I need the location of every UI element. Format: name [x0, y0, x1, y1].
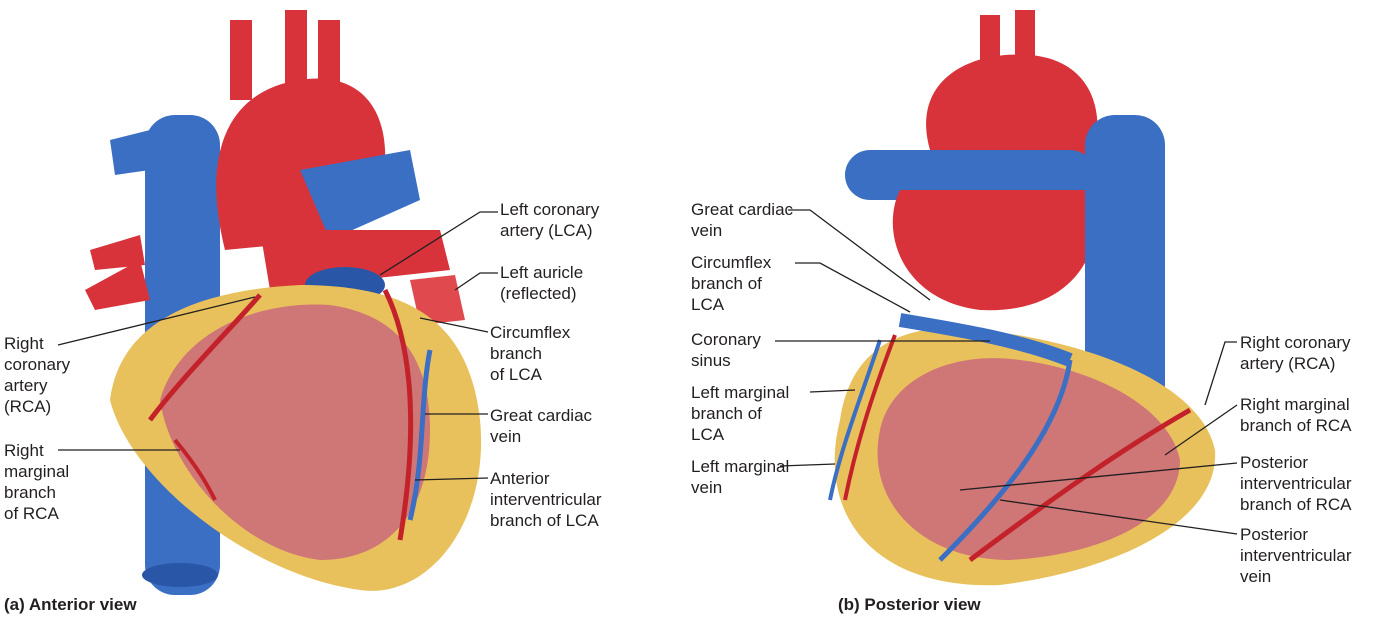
anterior-heart [85, 10, 482, 595]
label-anterior-interventricular-branch: Anterior interventricular branch of LCA [490, 469, 602, 530]
posterior-heart [828, 10, 1216, 586]
label-left-marginal-branch: Left marginal branch of LCA [691, 383, 790, 444]
label-right-marginal-branch: Right marginal branch of RCA [4, 441, 70, 523]
label-great-cardiac-vein-posterior: Great cardiac vein [691, 200, 794, 240]
label-coronary-sinus: Coronary sinus [691, 330, 761, 370]
caption-posterior-view: (b) Posterior view [838, 595, 981, 614]
caption-anterior-view: (a) Anterior view [4, 595, 137, 614]
label-great-cardiac-vein: Great cardiac vein [490, 406, 593, 446]
label-posterior-interventricular-branch: Posterior interventricular branch of RCA [1240, 453, 1352, 514]
label-circumflex-branch: Circumflex branch of LCA [490, 323, 571, 384]
leader-lines [57, 209, 1238, 535]
label-circumflex-branch-posterior: Circumflex branch of LCA [691, 253, 772, 314]
label-right-coronary-artery-posterior: Right coronary artery (RCA) [1240, 333, 1351, 373]
label-right-coronary-artery: Right coronary artery (RCA) [4, 334, 71, 416]
label-left-auricle: Left auricle (reflected) [500, 263, 584, 303]
label-left-coronary-artery: Left coronary artery (LCA) [500, 200, 600, 240]
label-left-marginal-vein: Left marginal vein [691, 457, 790, 497]
label-right-marginal-branch-posterior: Right marginal branch of RCA [1240, 395, 1352, 435]
label-posterior-interventricular-vein: Posterior interventricular vein [1240, 525, 1352, 586]
